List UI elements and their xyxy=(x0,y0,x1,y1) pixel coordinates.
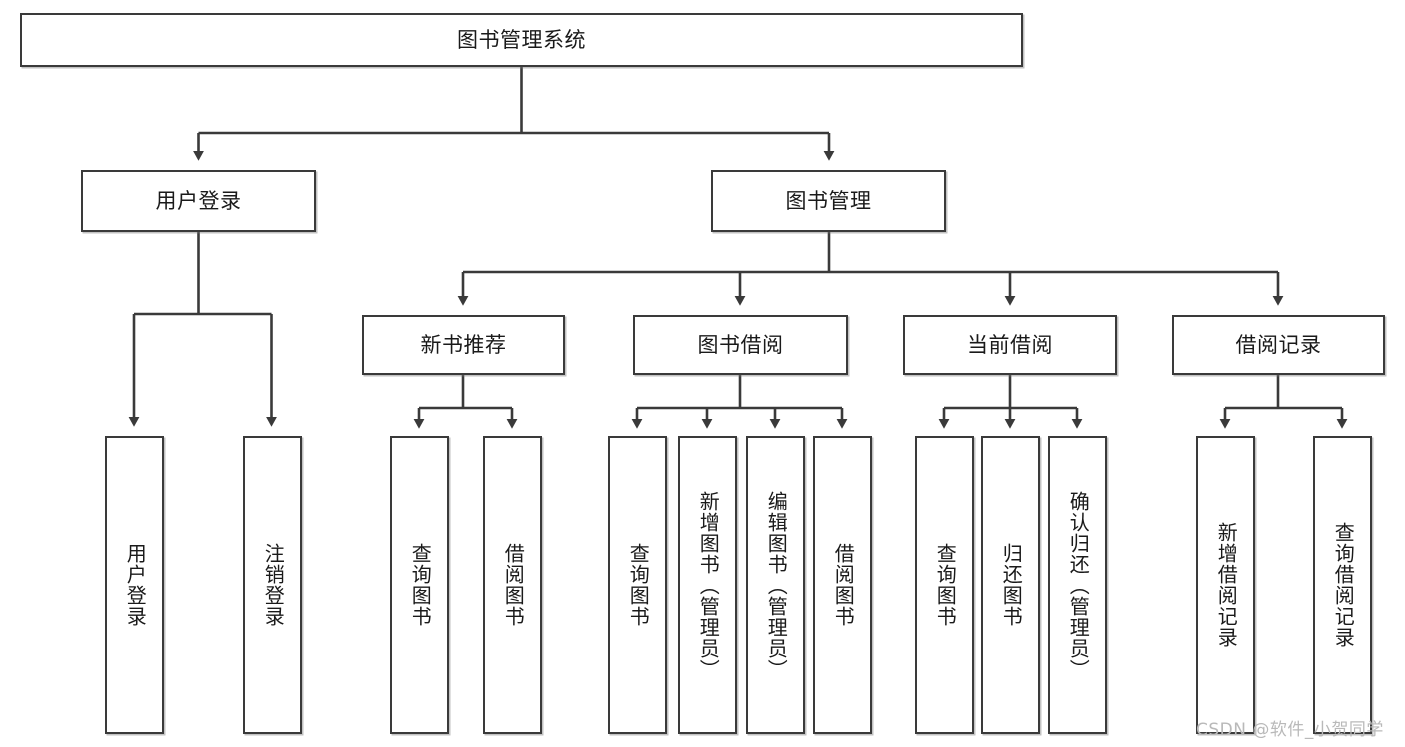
node-leaf-confirm-return[interactable]: 确认归还（管理员） xyxy=(1048,436,1107,734)
node-leaf-add-record[interactable]: 新增借阅记录 xyxy=(1196,436,1255,734)
node-label: 确认归还（管理员） xyxy=(1066,490,1091,680)
node-label: 图书管理系统 xyxy=(457,27,586,52)
node-leaf-query-book-3[interactable]: 查询图书 xyxy=(915,436,974,734)
node-label: 查询借阅记录 xyxy=(1331,522,1356,648)
node-label: 查询图书 xyxy=(626,543,651,627)
node-leaf-borrow-book-1[interactable]: 借阅图书 xyxy=(483,436,542,734)
node-label: 图书借阅 xyxy=(697,332,784,357)
node-leaf-user-logout[interactable]: 注销登录 xyxy=(243,436,302,734)
node-leaf-query-book-1[interactable]: 查询图书 xyxy=(390,436,449,734)
node-label: 注销登录 xyxy=(261,543,286,627)
node-label: 当前借阅 xyxy=(967,332,1053,357)
node-label: 查询图书 xyxy=(408,543,433,627)
node-label: 新增借阅记录 xyxy=(1214,522,1239,648)
node-label: 用户登录 xyxy=(123,543,148,627)
node-borrow-record[interactable]: 借阅记录 xyxy=(1172,315,1385,375)
node-leaf-edit-book[interactable]: 编辑图书（管理员） xyxy=(746,436,805,734)
node-label: 编辑图书（管理员） xyxy=(764,490,789,680)
node-label: 借阅图书 xyxy=(501,543,526,627)
node-label: 借阅记录 xyxy=(1235,332,1322,357)
node-leaf-borrow-book-2[interactable]: 借阅图书 xyxy=(813,436,872,734)
node-label: 归还图书 xyxy=(999,543,1024,627)
node-root[interactable]: 图书管理系统 xyxy=(20,13,1023,67)
node-current-borrow[interactable]: 当前借阅 xyxy=(903,315,1117,375)
node-leaf-return-book[interactable]: 归还图书 xyxy=(981,436,1040,734)
node-label: 新书推荐 xyxy=(420,332,507,357)
node-book-manage[interactable]: 图书管理 xyxy=(711,170,946,232)
node-label: 新增图书（管理员） xyxy=(696,490,721,680)
node-label: 查询图书 xyxy=(933,543,958,627)
node-leaf-query-book-2[interactable]: 查询图书 xyxy=(608,436,667,734)
node-label: 用户登录 xyxy=(155,188,242,213)
node-book-borrow[interactable]: 图书借阅 xyxy=(633,315,848,375)
node-new-book-recommend[interactable]: 新书推荐 xyxy=(362,315,565,375)
node-label: 图书管理 xyxy=(785,188,872,213)
node-leaf-user-login[interactable]: 用户登录 xyxy=(105,436,164,734)
node-user-login[interactable]: 用户登录 xyxy=(81,170,316,232)
node-label: 借阅图书 xyxy=(831,543,856,627)
node-leaf-add-book[interactable]: 新增图书（管理员） xyxy=(678,436,737,734)
node-leaf-query-record[interactable]: 查询借阅记录 xyxy=(1313,436,1372,734)
